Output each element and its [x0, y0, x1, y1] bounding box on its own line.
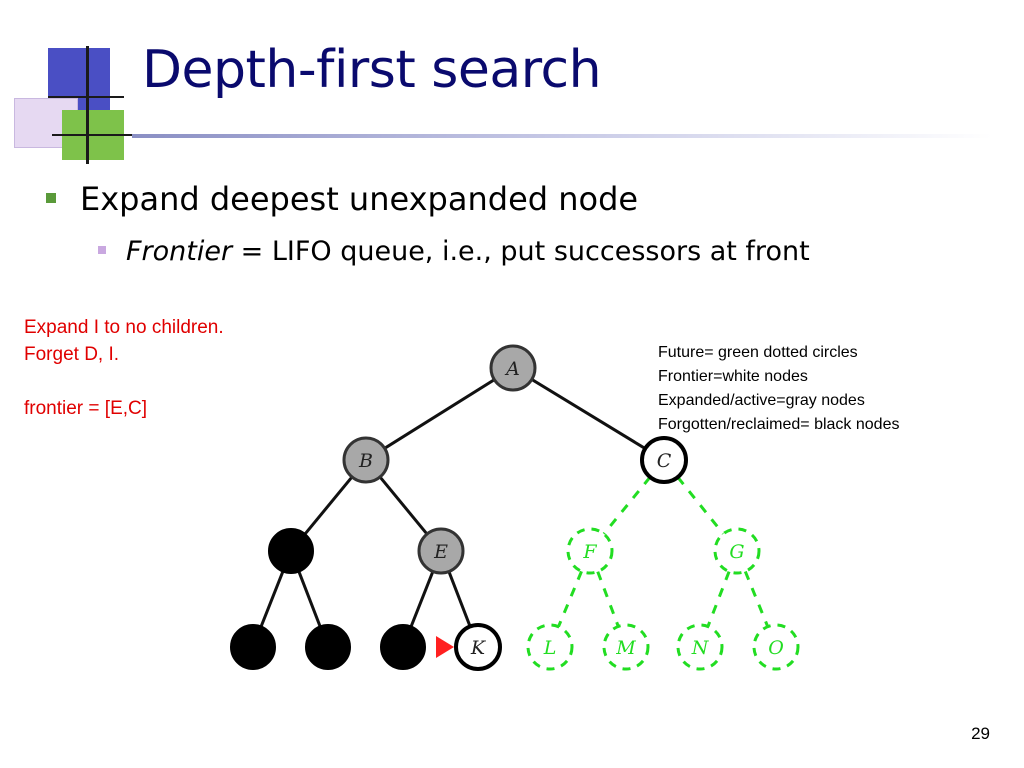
logo-horizontal-line-top	[48, 96, 124, 98]
tree-node-M: M	[602, 623, 650, 671]
tree-edge-A-B	[383, 378, 496, 450]
tree-legend: Future= green dotted circles Frontier=wh…	[658, 341, 899, 437]
tree-edge-A-C	[531, 378, 646, 450]
tree-node-D	[268, 528, 314, 574]
tree-node-J	[380, 624, 426, 670]
tree-edge-C-F	[602, 476, 652, 535]
logo-horizontal-line-bottom	[52, 134, 132, 136]
slide-title: Depth-first search	[142, 40, 602, 100]
tree-node-N: N	[676, 623, 724, 671]
tree-node-E: E	[417, 527, 465, 575]
bullet-level-1: Expand deepest unexpanded node	[46, 180, 638, 218]
slide-logo	[0, 0, 160, 170]
tree-node-F: F	[566, 527, 614, 575]
tree-edge-B-E	[378, 476, 429, 535]
tree-edge-E-K	[447, 570, 472, 628]
page-number: 29	[971, 724, 990, 743]
step-notes: Expand I to no children. Forget D, I. fr…	[24, 314, 224, 422]
tree-node-label: L	[543, 637, 557, 659]
legend-frontier: Frontier=white nodes	[658, 368, 808, 385]
tree-nodes: A B C E F G K L M N O	[230, 344, 800, 671]
tree-edge-B-D	[303, 476, 354, 535]
legend-forgotten: Forgotten/reclaimed= black nodes	[658, 416, 900, 433]
tree-node-label: O	[768, 637, 784, 659]
tree-edge-E-J	[409, 570, 435, 628]
tree-edge-G-N	[706, 570, 731, 628]
pointer-triangle-icon	[436, 636, 454, 658]
current-node-pointer	[436, 636, 454, 658]
tree-edge-F-M	[596, 571, 620, 627]
legend-future: Future= green dotted circles	[658, 344, 858, 361]
note-line: Forget D, I.	[24, 344, 120, 365]
bullet-2-text: = LIFO queue, i.e., put successors at fr…	[232, 236, 810, 267]
tree-node-K: K	[454, 623, 502, 671]
tree-node-L: L	[526, 623, 574, 671]
tree-edge-F-L	[557, 570, 583, 628]
legend-expanded: Expanded/active=gray nodes	[658, 392, 865, 409]
bullet-square-icon	[46, 193, 56, 203]
tree-edge-G-O	[743, 570, 770, 628]
tree-node-label: G	[729, 541, 744, 563]
tree-node-label: C	[657, 450, 672, 472]
tree-node-H	[230, 624, 276, 670]
bullet-1-text: Expand deepest unexpanded node	[80, 180, 639, 218]
tree-node-B: B	[342, 436, 390, 484]
tree-node-C: C	[640, 436, 688, 484]
tree-node-label: A	[504, 358, 520, 380]
sub-bullet-square-icon	[98, 245, 106, 254]
tree-node-O: O	[752, 623, 800, 671]
note-line: frontier = [E,C]	[24, 398, 148, 419]
tree-node-label: K	[470, 637, 487, 659]
tree-edge-D-H	[259, 570, 285, 628]
bullet-level-2: Frontier = LIFO queue, i.e., put success…	[98, 236, 810, 267]
tree-edge-C-G	[676, 476, 725, 535]
bullet-2-italic-term: Frontier	[126, 236, 233, 267]
title-underline	[132, 134, 992, 138]
tree-node-A: A	[489, 344, 537, 392]
note-line: Expand I to no children.	[24, 317, 224, 338]
logo-vertical-line	[86, 46, 89, 164]
tree-node-I	[305, 624, 351, 670]
tree-edges	[259, 378, 770, 628]
tree-node-G: G	[713, 527, 761, 575]
tree-node-label: F	[582, 541, 597, 563]
tree-node-label: N	[691, 637, 710, 659]
tree-node-label: M	[615, 637, 636, 659]
tree-node-label: B	[358, 450, 373, 472]
tree-edge-D-I	[297, 570, 322, 628]
tree-node-label: E	[433, 541, 448, 563]
